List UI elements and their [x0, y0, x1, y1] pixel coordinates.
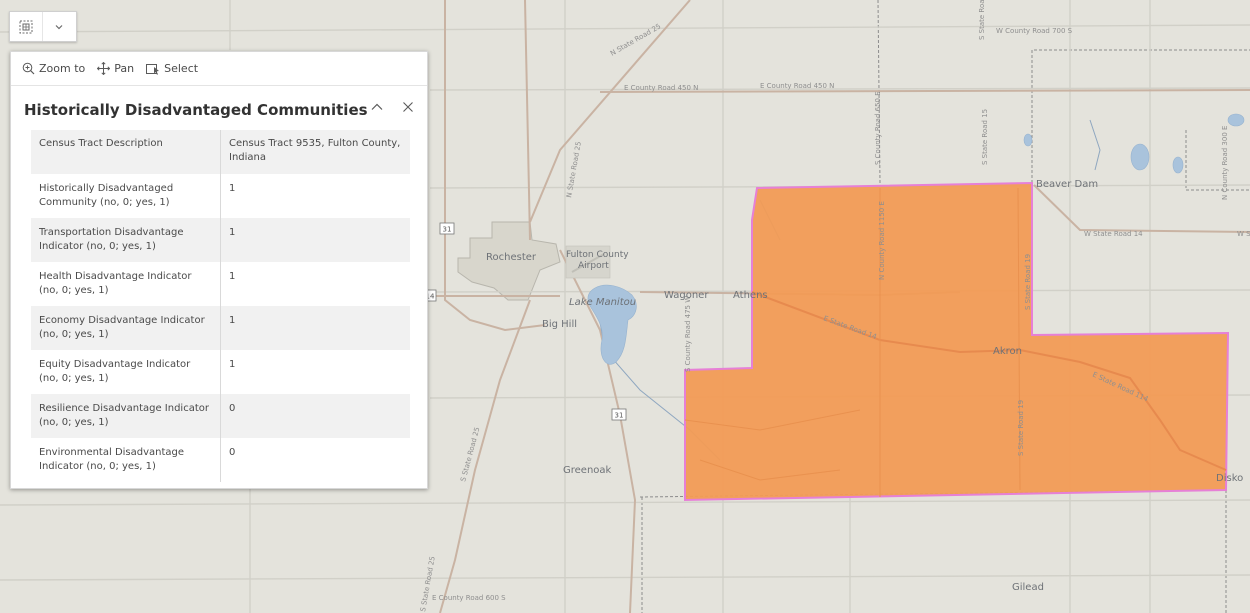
route-shield-31: 31	[439, 222, 455, 235]
place-label: Disko	[1216, 473, 1243, 484]
select-button[interactable]: Select	[146, 62, 198, 75]
road-label: S County Road 475 W	[684, 296, 692, 372]
road-label: E County Road 450 N	[624, 84, 698, 92]
select-label: Select	[164, 62, 199, 75]
table-row: Economy Disadvantage Indicator (no, 0; y…	[31, 306, 410, 350]
road-label: E County Road 600 S	[432, 594, 506, 602]
road-label: W State Road 14	[1084, 230, 1143, 238]
attribute-value: 1	[229, 315, 236, 326]
attribute-name: Environmental Disadvantage Indicator (no…	[31, 438, 221, 482]
pan-label: Pan	[114, 62, 135, 75]
road-label: S State Road 15	[981, 109, 989, 165]
table-row: Census Tract Description Census Tract 95…	[31, 130, 410, 174]
attribute-name: Health Disadvantage Indicator (no, 0; ye…	[31, 262, 221, 306]
attribute-value: 0	[229, 403, 236, 414]
place-label: Lake Manitou	[569, 297, 636, 308]
place-label: Big Hill	[542, 319, 577, 330]
route-shield-31: 31	[611, 408, 627, 421]
attribute-name: Transportation Disadvantage Indicator (n…	[31, 218, 221, 262]
pan-icon	[97, 62, 111, 75]
place-label: Gilead	[1012, 582, 1044, 593]
road-label: W State Road 14	[1237, 230, 1250, 238]
attribute-value: 0	[229, 447, 236, 458]
attribute-name: Resilience Disadvantage Indicator (no, 0…	[31, 394, 221, 438]
attribute-name: Economy Disadvantage Indicator (no, 0; y…	[31, 306, 221, 350]
place-label: Wagoner	[664, 290, 709, 301]
chevron-up-icon	[371, 103, 383, 110]
table-row: Historically Disadvantaged Community (no…	[31, 174, 410, 218]
popup-header: Historically Disadvantaged Communities	[11, 86, 427, 124]
feature-popup: Zoom to Pan Select Historically Disadvan…	[10, 51, 428, 489]
road-label: S State Road 19	[1017, 400, 1025, 456]
popup-toolbar: Zoom to Pan Select	[11, 52, 427, 86]
place-label: Akron	[993, 346, 1022, 357]
road-label: E County Road 450 N	[760, 82, 834, 90]
map-select-icon	[19, 20, 33, 33]
collapse-button[interactable]	[369, 99, 385, 115]
zoom-to-button[interactable]: Zoom to	[22, 62, 85, 75]
attributes-table: Census Tract Description Census Tract 95…	[31, 130, 410, 482]
attribute-value: Census Tract 9535, Fulton County, Indian…	[229, 138, 401, 163]
widget-dropdown-button[interactable]	[42, 12, 75, 41]
place-label: Greenoak	[563, 465, 612, 476]
table-row: Transportation Disadvantage Indicator (n…	[31, 218, 410, 262]
rochester-city-area	[457, 221, 561, 301]
road-label: N County Road 300 E	[1221, 126, 1229, 200]
popup-title: Historically Disadvantaged Communities	[24, 101, 368, 119]
pan-button[interactable]: Pan	[97, 62, 134, 75]
table-row: Environmental Disadvantage Indicator (no…	[31, 438, 410, 482]
svg-text:14: 14	[426, 293, 435, 301]
road-label: W County Road 700 S	[996, 27, 1073, 35]
place-label: Athens	[733, 290, 768, 301]
road-label: S State Road 15	[978, 0, 986, 40]
place-label: Fulton County	[566, 250, 629, 260]
place-label: Beaver Dam	[1036, 179, 1098, 190]
attribute-value: 1	[229, 271, 236, 282]
close-button[interactable]	[400, 99, 416, 115]
zoom-to-label: Zoom to	[39, 62, 86, 75]
place-label: Airport	[578, 261, 609, 271]
attribute-name: Historically Disadvantaged Community (no…	[31, 174, 221, 218]
widget-toggle	[9, 11, 77, 42]
zoom-in-icon	[22, 62, 35, 75]
chevron-down-icon	[55, 24, 63, 29]
tract-roads	[684, 187, 1227, 497]
road-label: S State Road 19	[1024, 254, 1032, 310]
attribute-value: 1	[229, 183, 236, 194]
census-tract-highlight[interactable]	[684, 181, 1230, 502]
svg-text:31: 31	[443, 226, 452, 234]
attribute-value: 1	[229, 359, 236, 370]
place-label: Rochester	[486, 252, 537, 263]
table-row: Resilience Disadvantage Indicator (no, 0…	[31, 394, 410, 438]
table-row: Equity Disadvantage Indicator (no, 0; ye…	[31, 350, 410, 394]
close-icon	[403, 102, 413, 112]
select-icon	[146, 64, 160, 75]
svg-text:31: 31	[615, 412, 624, 420]
attribute-value: 1	[229, 227, 236, 238]
road-label: S County Road 650 E	[874, 91, 882, 165]
lakes	[587, 113, 1245, 365]
map-select-button[interactable]	[10, 12, 42, 41]
attribute-name: Equity Disadvantage Indicator (no, 0; ye…	[31, 350, 221, 394]
road-label: N County Road 1150 E	[878, 201, 886, 280]
table-row: Health Disadvantage Indicator (no, 0; ye…	[31, 262, 410, 306]
airport-area	[565, 245, 611, 279]
attribute-name: Census Tract Description	[31, 130, 221, 174]
